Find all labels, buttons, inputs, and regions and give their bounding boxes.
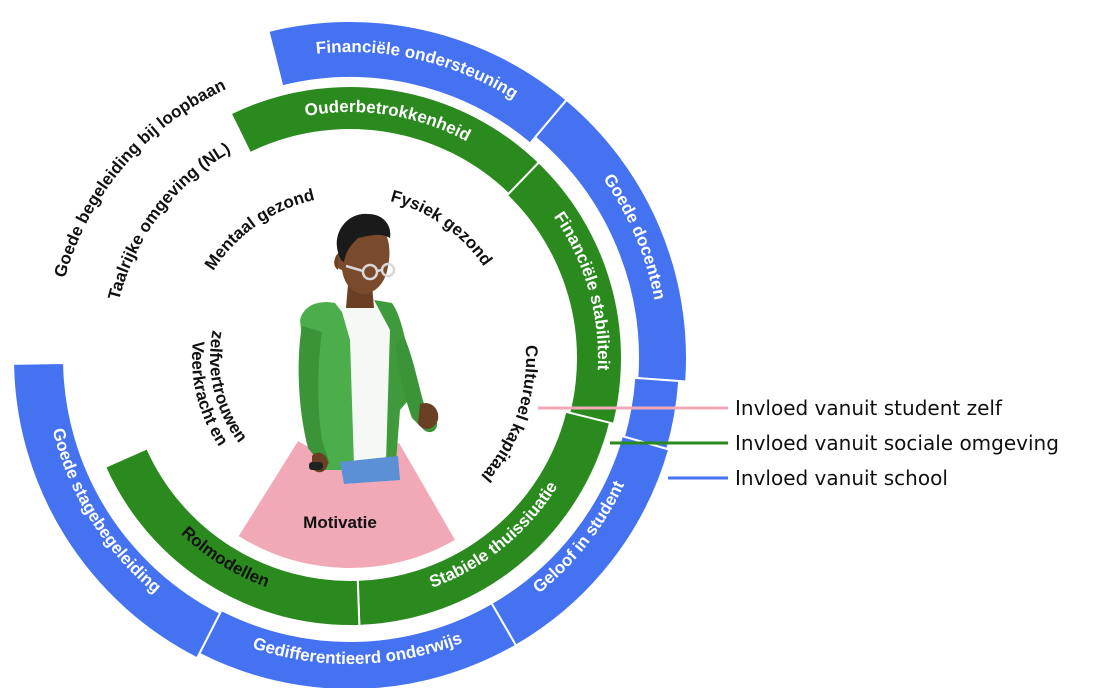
watch (309, 462, 323, 470)
right-hand (418, 402, 439, 429)
outer-segment-goede-stagebegeleiding (12, 361, 222, 660)
center-segment: Motivatie (238, 441, 455, 568)
middle-segment-rolmodellen (103, 446, 361, 627)
glasses-icon (345, 262, 396, 281)
jeans (340, 456, 400, 484)
inner-label-cultureel-kapitaal: Cultureel kapitaal (478, 345, 542, 486)
hair (336, 213, 391, 262)
motivatie-segment (238, 441, 455, 568)
student-figure (298, 213, 439, 484)
shirt (340, 303, 394, 466)
legend-label-3: Invloed vanuit school (735, 466, 948, 490)
motivatie-label: Motivatie (303, 513, 377, 532)
inner-label-fysiek-gezond: Fysiek gezond (389, 186, 496, 269)
outer-segment-goede-begeleiding-bij-loopbaan (30, 46, 284, 335)
outer-segment-connector (622, 376, 681, 451)
inner-label-mentaal-gezond: Mentaal gezond (201, 185, 316, 273)
legend-label-1: Invloed vanuit student zelf (735, 396, 1003, 420)
middle-segment-financiele-stabiliteit (505, 160, 623, 426)
left-arm (298, 326, 330, 466)
middle-segment-taalrijke-omgeving-nl (90, 121, 255, 321)
ear (334, 256, 338, 270)
legend-label-2: Invloed vanuit sociale omgeving (735, 431, 1059, 455)
